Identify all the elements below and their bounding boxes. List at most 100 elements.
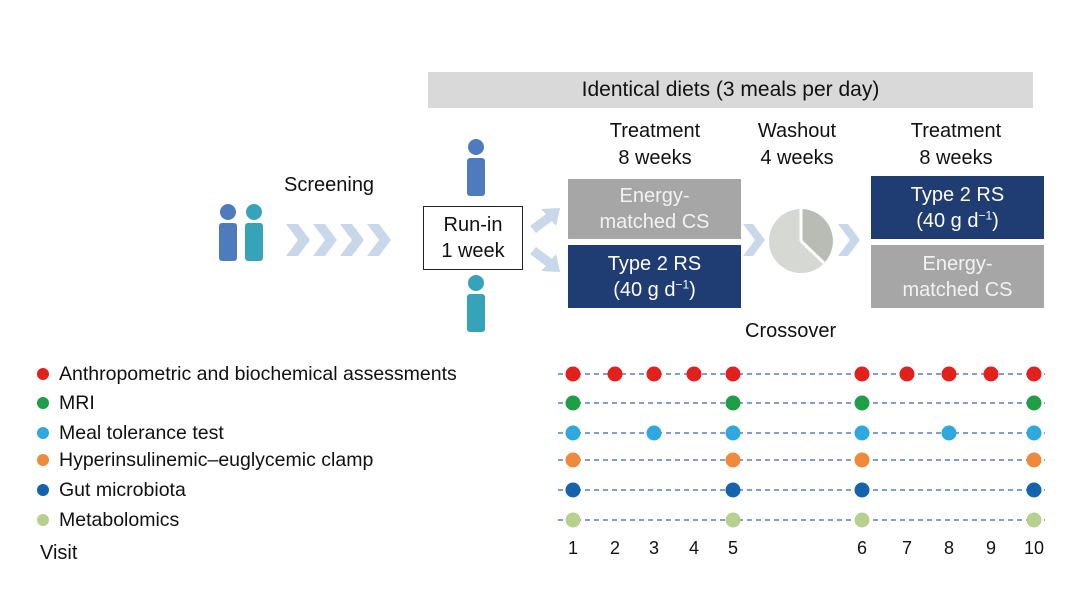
- legend-item: Anthropometric and biochemical assessmen…: [37, 362, 457, 386]
- visit-marker: [565, 452, 581, 468]
- screening-label: Screening: [284, 174, 375, 196]
- visit-marker: [1026, 395, 1042, 411]
- period2-cs-box: Energy- matched CS: [871, 245, 1044, 308]
- visit-marker: [565, 425, 581, 441]
- rs-dose-close: ): [992, 209, 999, 232]
- person-bottom-icon: [467, 275, 485, 332]
- cs-line1: Energy-: [619, 185, 690, 207]
- visit-marker: [1026, 482, 1042, 498]
- visit-number: 3: [648, 538, 659, 558]
- legend-label: Anthropometric and biochemical assessmen…: [59, 362, 457, 385]
- visit-marker: [1026, 452, 1042, 468]
- legend-item: Metabolomics: [37, 508, 179, 532]
- visit-marker: [725, 512, 741, 528]
- visit-number: 4: [688, 538, 699, 558]
- visit-marker: [565, 482, 581, 498]
- visit-number: 9: [985, 538, 996, 558]
- treatment2-header: Treatment 8 weeks: [876, 118, 1036, 172]
- legend-dot-icon: [37, 514, 49, 526]
- visit-marker: [854, 452, 870, 468]
- visit-number: 2: [609, 538, 620, 558]
- washout-header: Washout 4 weeks: [722, 118, 872, 172]
- runin-box: Run-in 1 week: [423, 206, 523, 270]
- legend-item: Hyperinsulinemic–euglycemic clamp: [37, 448, 373, 472]
- cs-line2: matched CS: [902, 278, 1013, 301]
- treatment1-title: Treatment: [609, 120, 701, 142]
- visit-marker: [725, 482, 741, 498]
- visit-number: 10: [1023, 538, 1045, 558]
- visit-marker: [565, 366, 581, 382]
- legend-item: Gut microbiota: [37, 478, 186, 502]
- treatment1-header: Treatment 8 weeks: [575, 118, 735, 172]
- legend-dot-icon: [37, 427, 49, 439]
- participants-icon: [219, 204, 263, 261]
- legend-dot-icon: [37, 368, 49, 380]
- cs-line2: matched CS: [599, 211, 710, 233]
- visit-marker: [854, 395, 870, 411]
- washout-clock-icon: [769, 209, 833, 273]
- crossover-label: Crossover: [745, 320, 837, 342]
- visit-marker: [941, 366, 957, 382]
- visit-marker: [854, 366, 870, 382]
- treatment2-title: Treatment: [910, 120, 1002, 142]
- visit-number: 5: [727, 538, 738, 558]
- visit-marker: [1026, 366, 1042, 382]
- visit-marker: [565, 512, 581, 528]
- visit-marker: [646, 425, 662, 441]
- rs-dose-exponent: −1: [978, 207, 993, 222]
- washout-title: Washout: [757, 120, 837, 142]
- screening-chevrons: [286, 224, 391, 256]
- visit-marker: [854, 512, 870, 528]
- rs-line2: (40 g d−1): [613, 277, 696, 303]
- visit-marker: [725, 395, 741, 411]
- washout-duration: 4 weeks: [760, 147, 834, 169]
- visit-marker: [941, 425, 957, 441]
- washout-chevrons: [743, 224, 860, 256]
- visit-marker: [686, 366, 702, 382]
- rs-line1: Type 2 RS: [910, 183, 1005, 206]
- cs-line1: Energy-: [922, 252, 993, 275]
- period2-rs-box: Type 2 RS (40 g d−1): [871, 176, 1044, 239]
- treatment1-duration: 8 weeks: [618, 147, 692, 169]
- rs-dose: (40 g d: [916, 209, 979, 232]
- legend-label: Gut microbiota: [59, 478, 186, 501]
- visit-number: 8: [943, 538, 954, 558]
- visit-marker: [983, 366, 999, 382]
- treatment2-duration: 8 weeks: [919, 147, 993, 169]
- identical-diets-banner: Identical diets (3 meals per day): [428, 72, 1033, 108]
- rs-dose-close: ): [689, 278, 696, 301]
- randomization-arrows: [530, 208, 560, 272]
- visit-number: 7: [901, 538, 912, 558]
- visit-marker: [1026, 425, 1042, 441]
- rs-line2: (40 g d−1): [916, 208, 999, 234]
- banner-text: Identical diets (3 meals per day): [581, 78, 880, 101]
- visit-marker: [1026, 512, 1042, 528]
- runin-line2: 1 week: [441, 240, 505, 262]
- rs-dose-exponent: −1: [675, 276, 690, 291]
- legend-label: Meal tolerance test: [59, 421, 224, 444]
- period1-cs-box: Energy- matched CS: [568, 179, 741, 239]
- legend-dot-icon: [37, 484, 49, 496]
- legend-dot-icon: [37, 397, 49, 409]
- visit-number: 1: [567, 538, 578, 558]
- runin-line1: Run-in: [443, 214, 503, 236]
- visit-marker: [899, 366, 915, 382]
- period1-rs-box: Type 2 RS (40 g d−1): [568, 245, 741, 308]
- visit-marker: [725, 425, 741, 441]
- rs-line1: Type 2 RS: [607, 252, 702, 275]
- visit-marker: [854, 425, 870, 441]
- visit-marker: [565, 395, 581, 411]
- visit-marker: [725, 452, 741, 468]
- rs-dose: (40 g d: [613, 278, 676, 301]
- legend-label: MRI: [59, 391, 95, 414]
- visit-number: 6: [856, 538, 867, 558]
- legend-item: MRI: [37, 391, 95, 415]
- legend-dot-icon: [37, 454, 49, 466]
- visit-marker: [607, 366, 623, 382]
- visit-marker: [725, 366, 741, 382]
- person-top-icon: [467, 139, 485, 196]
- legend-label: Metabolomics: [59, 508, 180, 531]
- legend-label: Hyperinsulinemic–euglycemic clamp: [59, 448, 374, 471]
